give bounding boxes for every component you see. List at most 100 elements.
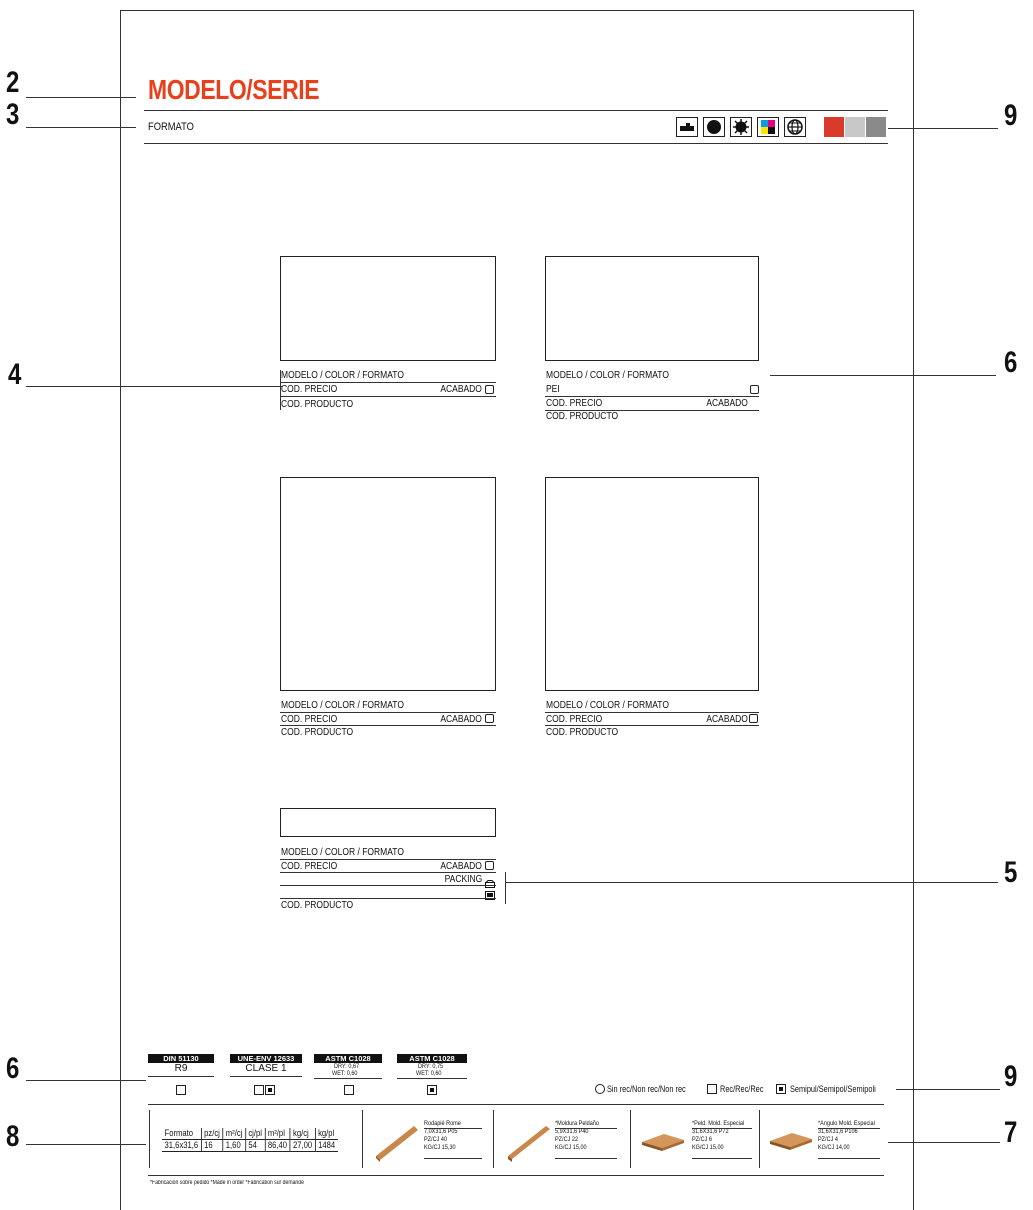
moldura-piece-image xyxy=(506,1122,552,1167)
callout-9-top-line xyxy=(888,128,998,129)
callout-6-right-line xyxy=(770,375,996,376)
product-rule xyxy=(555,1158,617,1159)
card-model-label: MODELO / COLOR / FORMATO xyxy=(546,370,669,381)
product-line: PZ/CJ 6 xyxy=(692,1136,712,1143)
color-swatches-icon xyxy=(824,117,886,137)
finish-checkbox[interactable] xyxy=(749,714,758,723)
card-price-code: COD. PRECIO xyxy=(546,398,603,409)
card-finish-label: ACABADO xyxy=(440,714,482,725)
product-image-placeholder xyxy=(545,256,759,361)
finish-checkbox[interactable] xyxy=(485,714,494,723)
card-finish-label: ACABADO xyxy=(440,384,482,395)
product-line: PZ/CJ 40 xyxy=(424,1136,448,1143)
packing-box-icon xyxy=(485,875,495,888)
product-line: *Angulo Mold. Especial xyxy=(818,1120,875,1127)
card-product-code: COD. PRODUCTO xyxy=(546,727,619,738)
floor-tile-icon xyxy=(676,117,698,137)
din-checkbox[interactable] xyxy=(176,1085,186,1095)
astm2-checkbox[interactable] xyxy=(427,1085,437,1095)
table-header-cell: m²/pl xyxy=(264,1128,291,1140)
table-header-cell: m²/cj xyxy=(222,1128,246,1140)
finish-checkbox[interactable] xyxy=(485,385,494,394)
card-finish-label: ACABADO xyxy=(440,861,482,872)
card-packing-label: PACKING xyxy=(444,874,482,885)
card-rule xyxy=(280,859,496,860)
strip-divider xyxy=(493,1110,494,1168)
callout-2-line xyxy=(26,97,136,98)
card-rule xyxy=(280,712,496,713)
card-price-code: COD. PRECIO xyxy=(281,384,338,395)
callout-9-top: 9 xyxy=(1004,99,1018,132)
pallet-icon xyxy=(485,887,495,900)
rec-checkbox[interactable] xyxy=(707,1084,717,1094)
callout-2: 2 xyxy=(6,66,20,99)
badge-une-title: UNE-ENV 12633 xyxy=(230,1054,302,1063)
callout-4-line xyxy=(26,386,282,387)
card-model-label: MODELO / COLOR / FORMATO xyxy=(281,847,404,858)
sin-rec-radio[interactable] xyxy=(595,1084,605,1094)
strip-divider xyxy=(630,1110,631,1168)
table-cell: 31,6x31,6 xyxy=(162,1139,202,1152)
table-cell: 27,00 xyxy=(289,1139,316,1152)
card-finish-label: ACABADO xyxy=(706,398,748,409)
callout-8: 8 xyxy=(6,1120,20,1153)
product-image-placeholder xyxy=(280,808,496,837)
callout-6-left-line xyxy=(26,1080,146,1081)
badge-rule xyxy=(148,1076,214,1077)
callout-4: 4 xyxy=(8,358,22,391)
badge-astm2-title: ASTM C1028 xyxy=(397,1054,467,1063)
product-image-placeholder xyxy=(280,256,496,361)
table-cell: 54 xyxy=(244,1139,265,1152)
card-rule xyxy=(280,872,496,873)
product-rule xyxy=(424,1158,482,1159)
card-model-label: MODELO / COLOR / FORMATO xyxy=(281,370,404,381)
product-line: KG/CJ 15,00 xyxy=(692,1144,724,1151)
strip-rule-bottom xyxy=(148,1175,884,1176)
card-pei-label: PEI xyxy=(546,384,560,395)
callout-8-line xyxy=(26,1144,146,1145)
astm-checkbox[interactable] xyxy=(344,1085,354,1095)
product-line: *Peld. Mold. Especial xyxy=(692,1120,745,1127)
table-header-cell: kg/pl xyxy=(314,1128,338,1140)
card-price-code: COD. PRECIO xyxy=(546,714,603,725)
product-rule xyxy=(818,1128,880,1129)
peldano-piece-image xyxy=(640,1130,686,1157)
table-cell: 16 xyxy=(200,1139,223,1152)
product-line: 7,0X31,6 P05 xyxy=(424,1128,458,1135)
card-rule xyxy=(545,396,759,397)
product-rule xyxy=(424,1128,482,1129)
header-rule-top xyxy=(144,110,888,111)
card-rule xyxy=(280,725,496,726)
product-line: KG/CJ 14,00 xyxy=(818,1144,850,1151)
angulo-piece-image xyxy=(768,1130,814,1157)
callout-6-right: 6 xyxy=(1004,346,1018,379)
format-label: FORMATO xyxy=(148,121,194,133)
badge-astm-title: ASTM C1028 xyxy=(314,1054,382,1063)
card-rule xyxy=(280,382,496,383)
semipul-checkbox[interactable] xyxy=(776,1084,786,1094)
cmyk-squares-icon xyxy=(757,117,779,137)
card-finish-label: ACABADO xyxy=(706,714,748,725)
page-frame xyxy=(120,10,914,1210)
card-product-code: COD. PRODUCTO xyxy=(281,399,354,410)
callout-3-line xyxy=(26,127,136,128)
product-line: 5,9X31,6 P40 xyxy=(555,1128,589,1135)
callout-6-left: 6 xyxy=(6,1052,20,1085)
une-checkbox-empty[interactable] xyxy=(254,1085,264,1095)
product-rule xyxy=(818,1158,880,1159)
product-line: PZ/CJ 22 xyxy=(555,1136,579,1143)
une-checkbox-filled[interactable] xyxy=(265,1085,275,1095)
pei-checkbox[interactable] xyxy=(750,385,759,394)
card-product-code: COD. PRODUCTO xyxy=(546,411,619,422)
product-line: *Moldura Peldaño xyxy=(555,1120,599,1127)
strip-divider xyxy=(149,1110,150,1168)
finish-checkbox[interactable] xyxy=(485,861,494,870)
product-line: PZ/CJ 4 xyxy=(818,1136,838,1143)
card-rule xyxy=(545,712,759,713)
table-header-row: Formato pz/cj m²/cj cj/pl m²/pl kg/cj kg… xyxy=(162,1128,338,1140)
card-product-code: COD. PRODUCTO xyxy=(281,900,354,911)
table-cell: 1484 xyxy=(314,1139,338,1152)
table-header-cell: pz/cj xyxy=(200,1128,223,1140)
product-rule xyxy=(555,1128,617,1129)
callout-7: 7 xyxy=(1004,1116,1018,1149)
